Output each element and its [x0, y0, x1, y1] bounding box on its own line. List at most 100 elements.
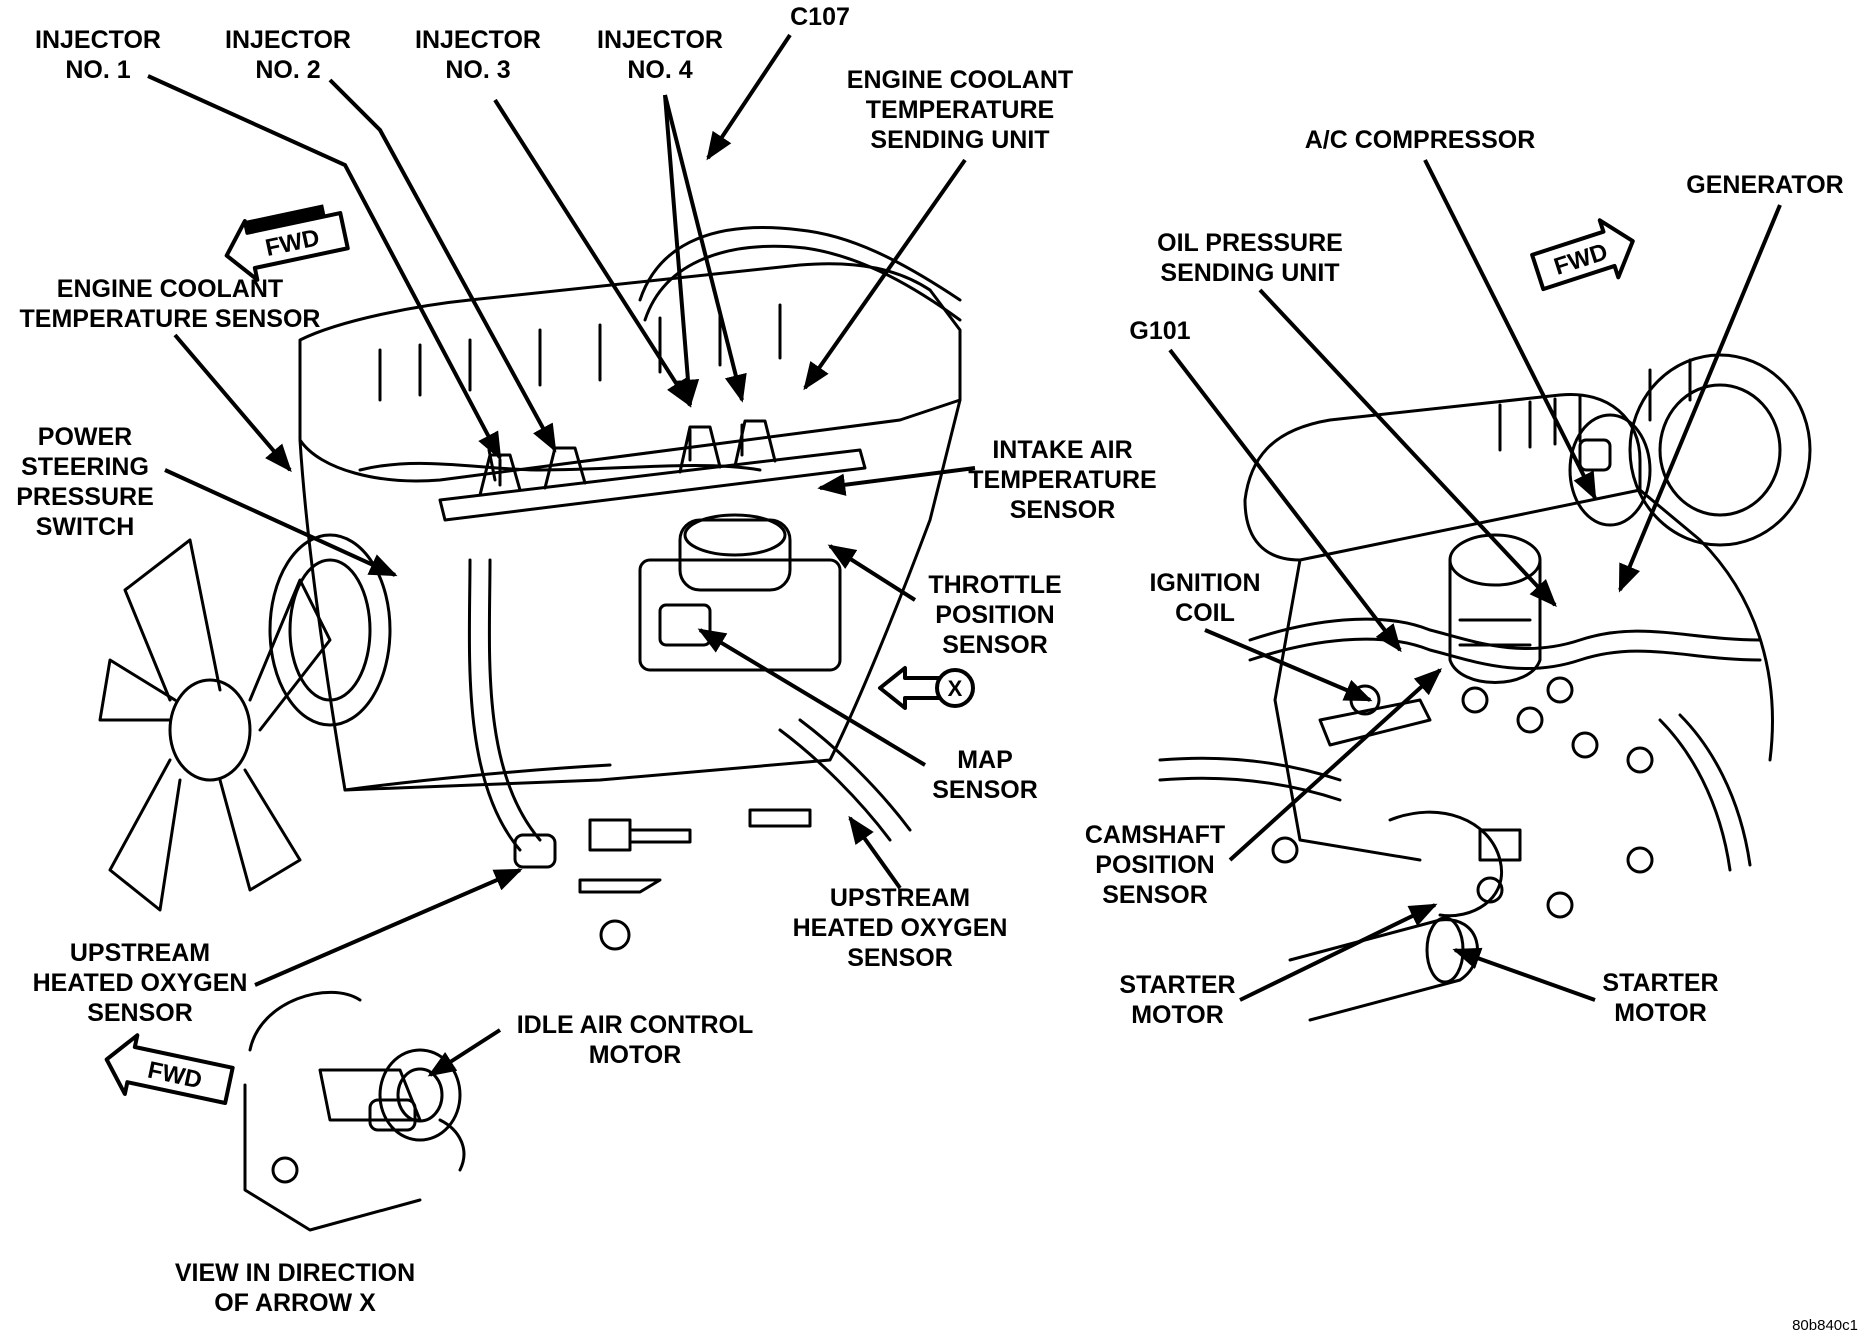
leader-ects-unit — [803, 158, 967, 391]
leader-injector-3 — [493, 98, 692, 408]
label-line: SWITCH — [35, 513, 135, 541]
fwd-arrow-inset: FWD — [104, 1033, 235, 1106]
label-line: GENERATOR — [1686, 171, 1844, 199]
right-engine-illustration — [1158, 353, 1812, 1022]
iac-inset-illustration — [243, 990, 466, 1232]
label-line: HEATED OXYGEN — [792, 914, 1008, 942]
label-line: SENDING UNIT — [1160, 259, 1340, 287]
leader-tps — [827, 544, 917, 602]
label-g101: G101 — [1110, 316, 1210, 346]
label-line: POSITION — [1095, 851, 1215, 879]
fwd-arrow-left-top: FWD — [224, 204, 350, 282]
label-line: UPSTREAM — [829, 884, 971, 912]
arrow-x-label: X — [948, 676, 963, 701]
label-line: VIEW IN DIRECTION — [174, 1259, 416, 1287]
leader-map-sensor — [697, 628, 927, 767]
label-line: PRESSURE — [16, 483, 154, 511]
label-line: SENSOR — [847, 944, 953, 972]
fwd-arrow-right: FWD — [1530, 218, 1635, 292]
leader-oil-pressure — [1258, 288, 1557, 608]
label-line: C107 — [790, 3, 850, 31]
label-line: STARTER — [1602, 969, 1719, 997]
label-generator: GENERATOR — [1675, 170, 1855, 200]
leader-starter-left — [1239, 903, 1438, 1002]
leader-injector-1 — [147, 74, 502, 461]
label-line: IDLE AIR CONTROL — [516, 1011, 754, 1039]
figure-reference: 80b840c1 — [1792, 1317, 1858, 1334]
leader-starter-right — [1452, 947, 1596, 1002]
label-line: SENSOR — [87, 999, 193, 1027]
label-line: STARTER — [1119, 971, 1236, 999]
leader-ect-sensor — [173, 333, 292, 473]
leader-ps-switch — [164, 468, 398, 577]
label-line: TEMPERATURE — [968, 466, 1157, 494]
label-line: SENDING UNIT — [870, 126, 1050, 154]
label-line: TEMPERATURE SENSOR — [19, 305, 321, 333]
label-line: INJECTOR — [415, 26, 541, 54]
leader-upstream-o2-left — [254, 868, 523, 987]
leader-injector-4a — [663, 94, 700, 408]
label-line: POSITION — [935, 601, 1055, 629]
label-line: INJECTOR — [225, 26, 351, 54]
label-line: SENSOR — [1102, 881, 1208, 909]
leader-cmp-sensor — [1228, 668, 1443, 862]
label-line: MOTOR — [588, 1041, 682, 1069]
label-line: INTAKE AIR — [992, 436, 1133, 464]
label-line: THROTTLE — [928, 571, 1062, 599]
arrow-x-indicator: X — [878, 666, 975, 710]
label-line: SENSOR — [1009, 496, 1116, 524]
leader-ac-compressor — [1423, 159, 1597, 501]
label-line: HEATED OXYGEN — [32, 969, 248, 997]
label-line: MAP — [957, 746, 1013, 774]
label-line: STEERING — [21, 453, 149, 481]
leader-iat-sensor — [817, 466, 976, 496]
leader-generator — [1618, 204, 1782, 593]
leader-ignition-coil — [1204, 628, 1373, 702]
label-line: COIL — [1175, 599, 1235, 627]
label-line: G101 — [1129, 317, 1191, 345]
leader-upstream-o2-center — [848, 815, 902, 890]
label-line: A/C COMPRESSOR — [1304, 126, 1536, 154]
label-line: SENSOR — [942, 631, 1048, 659]
label-line: MOTOR — [1614, 999, 1707, 1027]
label-line: OIL PRESSURE — [1157, 229, 1343, 257]
label-line: INJECTOR — [35, 26, 161, 54]
label-line: OF ARROW X — [214, 1289, 376, 1317]
leader-c107 — [706, 33, 792, 161]
label-line: IGNITION — [1149, 569, 1261, 597]
leader-lines — [147, 33, 1782, 1077]
label-line: INJECTOR — [597, 26, 723, 54]
leader-g101 — [1168, 348, 1402, 653]
label-line: NO. 2 — [255, 56, 321, 84]
label-line: ENGINE COOLANT — [56, 275, 284, 303]
label-line: ENGINE COOLANT — [846, 66, 1074, 94]
label-c107: C107 — [775, 2, 865, 32]
label-line: SENSOR — [932, 776, 1038, 804]
label-line: TEMPERATURE — [865, 96, 1055, 124]
label-line: UPSTREAM — [69, 939, 211, 967]
label-line: MOTOR — [1131, 1001, 1224, 1029]
label-line: NO. 1 — [65, 56, 131, 84]
label-line: CAMSHAFT — [1084, 821, 1226, 849]
leader-iac-motor — [427, 1028, 502, 1077]
label-line: POWER — [37, 423, 133, 451]
